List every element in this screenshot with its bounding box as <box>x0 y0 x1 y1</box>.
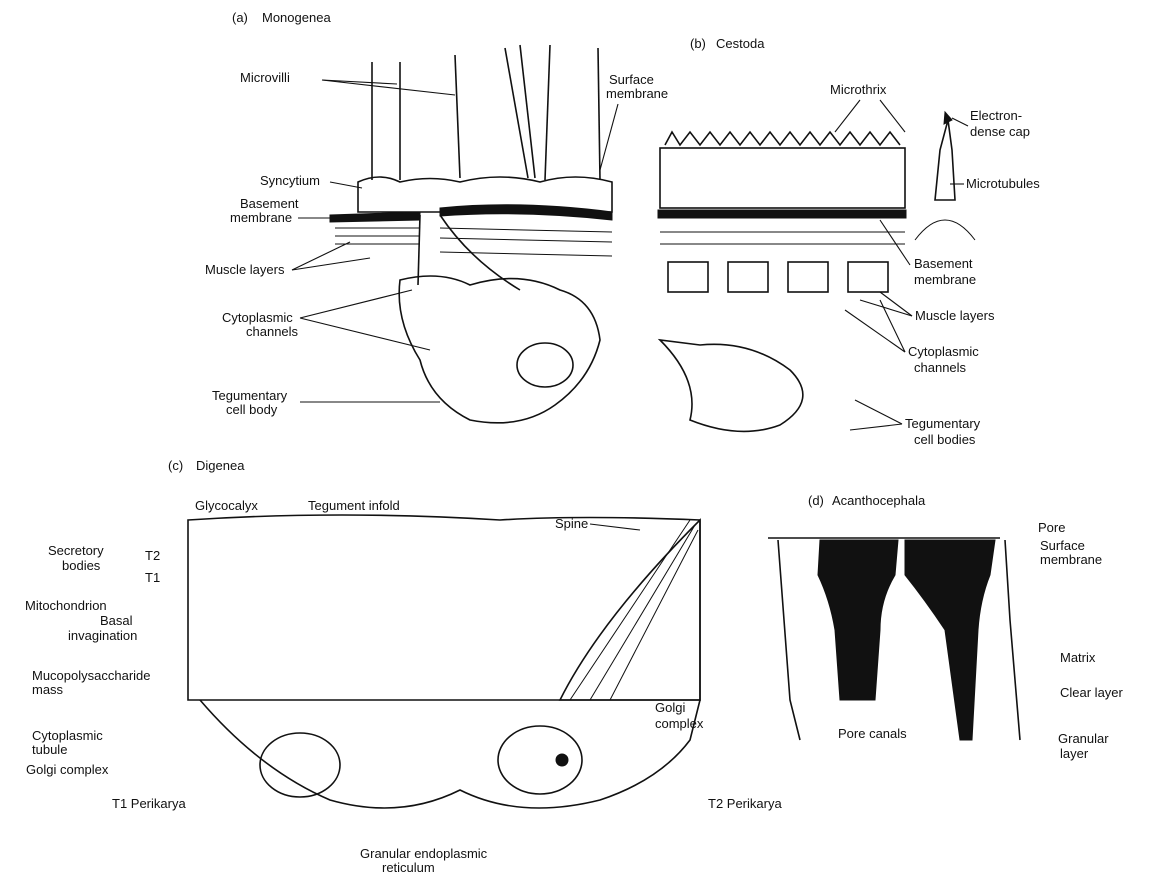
panel-b-microtriches <box>665 132 900 145</box>
label-c-golgi-r1: Golgi <box>655 700 685 715</box>
label-c-basal-2: invagination <box>68 628 137 643</box>
label-c-muco-1: Mucopolysaccharide <box>32 668 151 683</box>
label-d-clear: Clear layer <box>1060 685 1124 700</box>
label-b-basement-2: membrane <box>914 272 976 287</box>
label-d-pore: Pore <box>1038 520 1065 535</box>
label-c-cytotub-2: tubule <box>32 742 67 757</box>
panel-b-syncytium <box>660 148 905 208</box>
label-b-teg-1: Tegumentary <box>905 416 981 431</box>
panel-b-muscle-blocks <box>660 232 905 292</box>
label-a-teg-1: Tegumentary <box>212 388 288 403</box>
label-c-muco-2: mass <box>32 682 64 697</box>
label-b-cyto-1: Cytoplasmic <box>908 344 979 359</box>
panel-a-monogenea: (a) Monogenea Microvilli <box>205 10 668 423</box>
label-c-golgi-left: Golgi complex <box>26 762 109 777</box>
label-a-basement-1: Basement <box>240 196 299 211</box>
panel-a-muscle-layers <box>335 228 612 256</box>
panel-c-t1-nucleus <box>260 733 340 797</box>
panel-b-title: Cestoda <box>716 36 765 51</box>
panel-a-basement-membrane <box>330 205 612 222</box>
label-a-teg-2: cell body <box>226 402 278 417</box>
label-c-t1: T1 <box>145 570 160 585</box>
label-c-cytotub-1: Cytoplasmic <box>32 728 103 743</box>
label-c-mito: Mitochondrion <box>25 598 107 613</box>
label-c-spine: Spine <box>555 516 588 531</box>
panel-d-title: Acanthocephala <box>832 493 926 508</box>
label-c-golgi-r2: complex <box>655 716 704 731</box>
label-d-surface-1: Surface <box>1040 538 1085 553</box>
label-c-infold: Tegument infold <box>308 498 400 513</box>
label-a-cyto-2: channels <box>246 324 299 339</box>
panel-b-letter: (b) <box>690 36 706 51</box>
label-b-edc-2: dense cap <box>970 124 1030 139</box>
panel-c-digenea: (c) Digenea Glycocalyx Tegument infold S… <box>25 458 782 875</box>
panel-c-title: Digenea <box>196 458 245 473</box>
label-b-basement-1: Basement <box>914 256 973 271</box>
label-b-cyto-2: channels <box>914 360 967 375</box>
panel-b-cestoda: (b) Cestoda Microthrix Electron- dense c… <box>658 36 1040 447</box>
label-c-ger-1: Granular endoplasmic <box>360 846 488 861</box>
panel-b-cell-body <box>660 340 803 431</box>
label-a-surface-1: Surface <box>609 72 654 87</box>
label-a-surface-2: membrane <box>606 86 668 101</box>
label-c-ger-2: reticulum <box>382 860 435 875</box>
label-a-microvilli: Microvilli <box>240 70 290 85</box>
panel-a-microvilli-drawing <box>372 45 600 180</box>
label-c-glycocalyx: Glycocalyx <box>195 498 258 513</box>
panel-a-letter: (a) <box>232 10 248 25</box>
panel-d-letter: (d) <box>808 493 824 508</box>
label-d-surface-2: membrane <box>1040 552 1102 567</box>
label-b-teg-2: cell bodies <box>914 432 976 447</box>
panel-c-letter: (c) <box>168 458 183 473</box>
panel-c-perikarya-outline <box>200 700 700 808</box>
panel-a-cyto-channel-1 <box>418 215 420 285</box>
panel-a-title: Monogenea <box>262 10 331 25</box>
label-a-cyto-1: Cytoplasmic <box>222 310 293 325</box>
label-c-t2: T2 <box>145 548 160 563</box>
label-b-microthrix: Microthrix <box>830 82 887 97</box>
label-a-muscle: Muscle layers <box>205 262 285 277</box>
label-a-syncytium: Syncytium <box>260 173 320 188</box>
label-b-microtubules: Microtubules <box>966 176 1040 191</box>
label-d-matrix: Matrix <box>1060 650 1096 665</box>
label-b-edc-1: Electron- <box>970 108 1022 123</box>
label-b-muscle: Muscle layers <box>915 308 995 323</box>
label-c-basal-1: Basal <box>100 613 133 628</box>
panel-a-nucleus <box>517 343 573 387</box>
panel-b-basement-membrane <box>658 210 906 218</box>
panel-c-tegument-block <box>188 515 700 700</box>
panel-d-pore-left <box>818 540 898 700</box>
label-d-pore-canals: Pore canals <box>838 726 907 741</box>
label-c-secretory-1: Secretory <box>48 543 104 558</box>
label-a-basement-2: membrane <box>230 210 292 225</box>
panel-d-acanthocephala: (d) Acanthocephala Pore Surface membrane… <box>768 493 1124 761</box>
label-c-t1-peri: T1 Perikarya <box>112 796 186 811</box>
label-c-t2-peri: T2 Perikarya <box>708 796 782 811</box>
label-d-granular-1: Granular <box>1058 731 1109 746</box>
label-d-granular-2: layer <box>1060 746 1089 761</box>
label-c-secretory-2: bodies <box>62 558 101 573</box>
panel-d-pore-right <box>905 540 995 740</box>
panel-c-t2-nucleus <box>498 726 582 794</box>
